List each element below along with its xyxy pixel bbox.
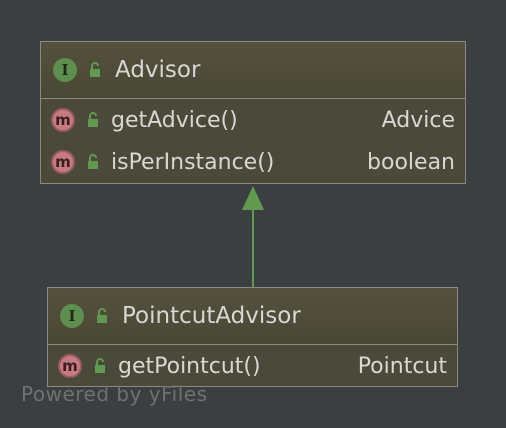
yfiles-watermark: Powered by yFiles (21, 382, 208, 406)
class-header-advisor[interactable]: I Advisor (41, 42, 465, 99)
interface-icon: I (60, 304, 84, 328)
class-name: Advisor (115, 57, 201, 83)
method-icon: m (58, 354, 82, 378)
class-box-pointcut-advisor[interactable]: I PointcutAdvisor m getPointcut() Pointc… (47, 287, 458, 387)
return-type: Advice (381, 107, 455, 133)
public-lock-icon (88, 112, 98, 127)
inheritance-arrowhead (242, 186, 264, 210)
member-row[interactable]: m getAdvice() Advice (41, 99, 465, 141)
method-icon: m (51, 108, 75, 132)
class-header-pointcut-advisor[interactable]: I PointcutAdvisor (48, 288, 457, 345)
class-box-advisor[interactable]: I Advisor m getAdvice() Advice m isPerIn… (40, 41, 466, 184)
public-lock-icon (95, 358, 105, 373)
class-name: PointcutAdvisor (122, 303, 301, 329)
method-icon: m (51, 150, 75, 174)
public-lock-icon (90, 62, 100, 77)
public-lock-icon (97, 308, 107, 323)
public-lock-icon (88, 154, 98, 169)
member-row[interactable]: m isPerInstance() boolean (41, 141, 465, 183)
interface-icon: I (53, 58, 77, 82)
return-type: Pointcut (357, 353, 447, 379)
method-name: isPerInstance() (111, 149, 275, 175)
method-name: getAdvice() (111, 107, 238, 133)
return-type: boolean (367, 149, 455, 175)
member-row[interactable]: m getPointcut() Pointcut (48, 345, 457, 387)
method-name: getPointcut() (118, 353, 261, 379)
